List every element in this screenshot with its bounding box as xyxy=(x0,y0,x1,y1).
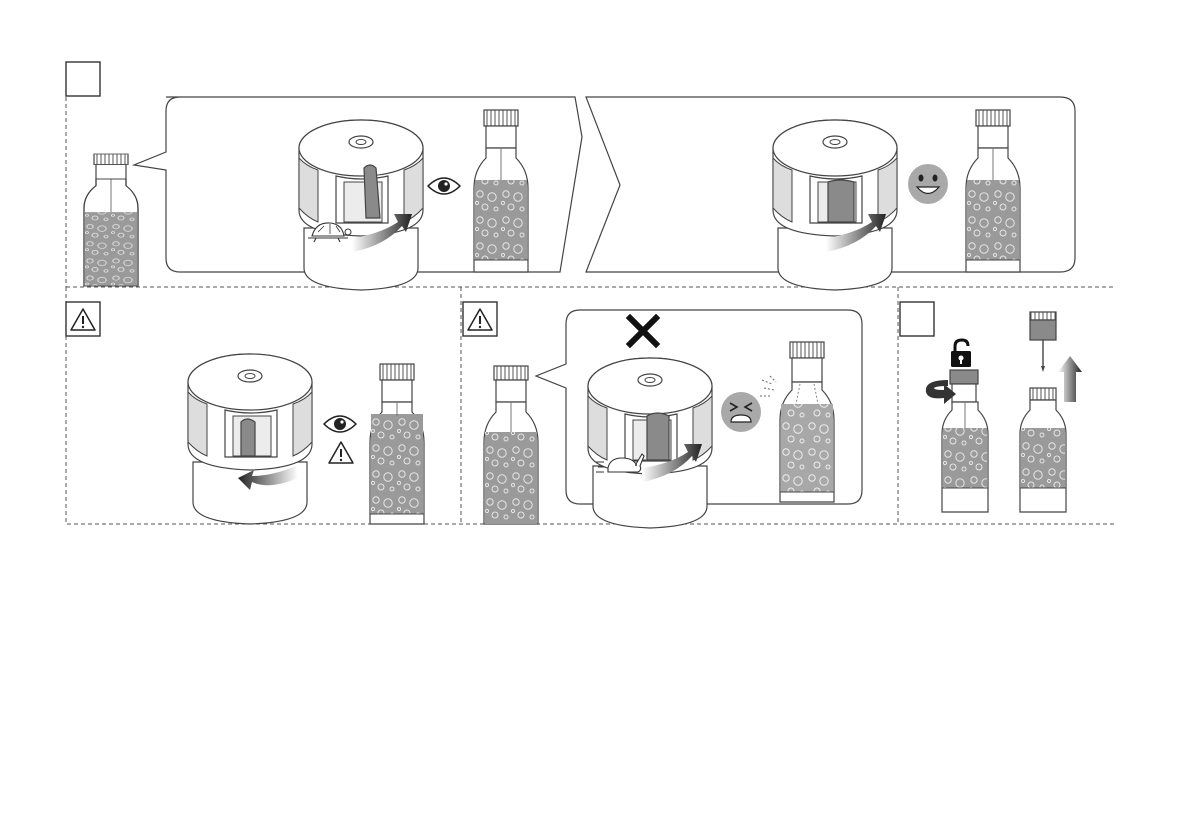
gauge-cap xyxy=(299,120,423,290)
disgust-face-icon xyxy=(721,392,761,432)
top-row-panel xyxy=(66,62,1115,290)
gauge-cap xyxy=(188,354,312,524)
step-marker-box xyxy=(66,62,100,96)
bottle xyxy=(484,366,538,524)
bottle-open xyxy=(1020,388,1066,512)
gauge-cap xyxy=(588,358,712,528)
warning-icon xyxy=(329,442,353,463)
remove-panel xyxy=(900,302,1082,512)
small-bottle xyxy=(84,154,138,286)
eye-icon xyxy=(324,416,356,432)
step-marker-box xyxy=(900,302,934,336)
smile-icon xyxy=(908,164,948,204)
up-arrow-icon xyxy=(1058,356,1082,402)
cap-removed xyxy=(1030,312,1056,372)
unlock-icon xyxy=(951,340,971,367)
caution-fast-panel xyxy=(463,302,862,528)
gauge-cap xyxy=(773,120,897,290)
bottle xyxy=(370,364,424,524)
